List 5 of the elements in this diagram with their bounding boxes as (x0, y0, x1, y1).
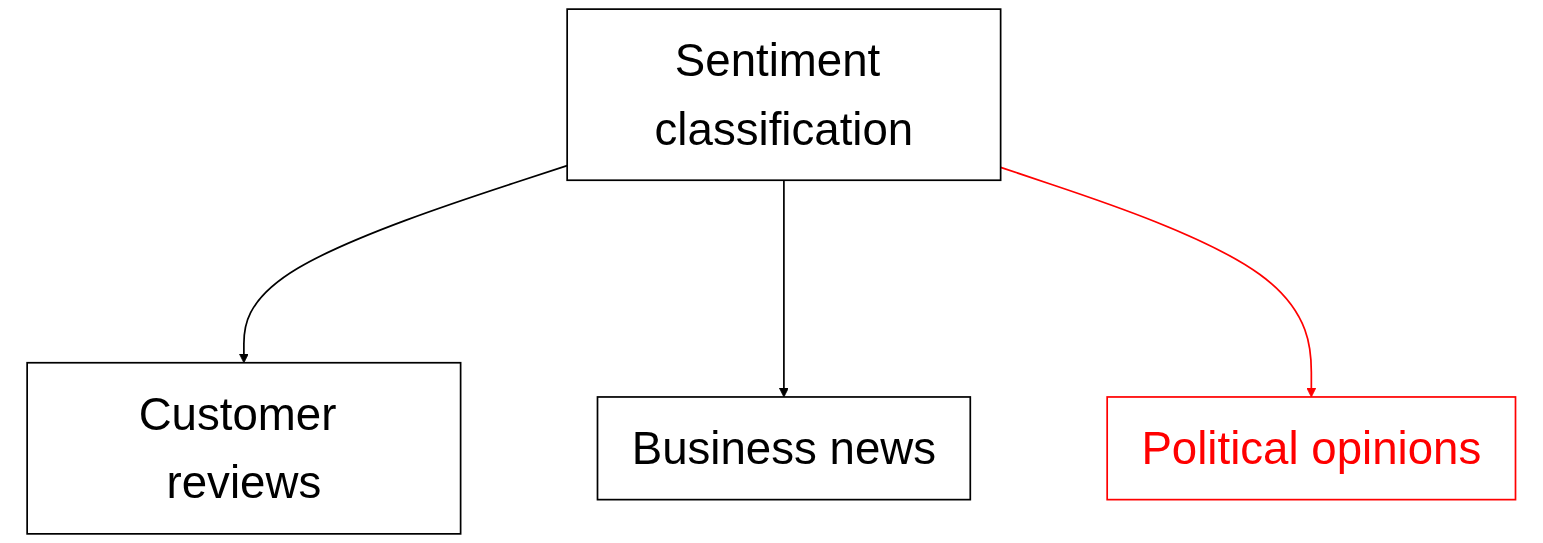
arrow (779, 179, 790, 398)
node-box: Sentiment classification (566, 8, 1002, 182)
node-box: Political opinions (1106, 396, 1517, 501)
node-box: Customer reviews (26, 361, 462, 535)
node-box: Business news (596, 396, 972, 501)
